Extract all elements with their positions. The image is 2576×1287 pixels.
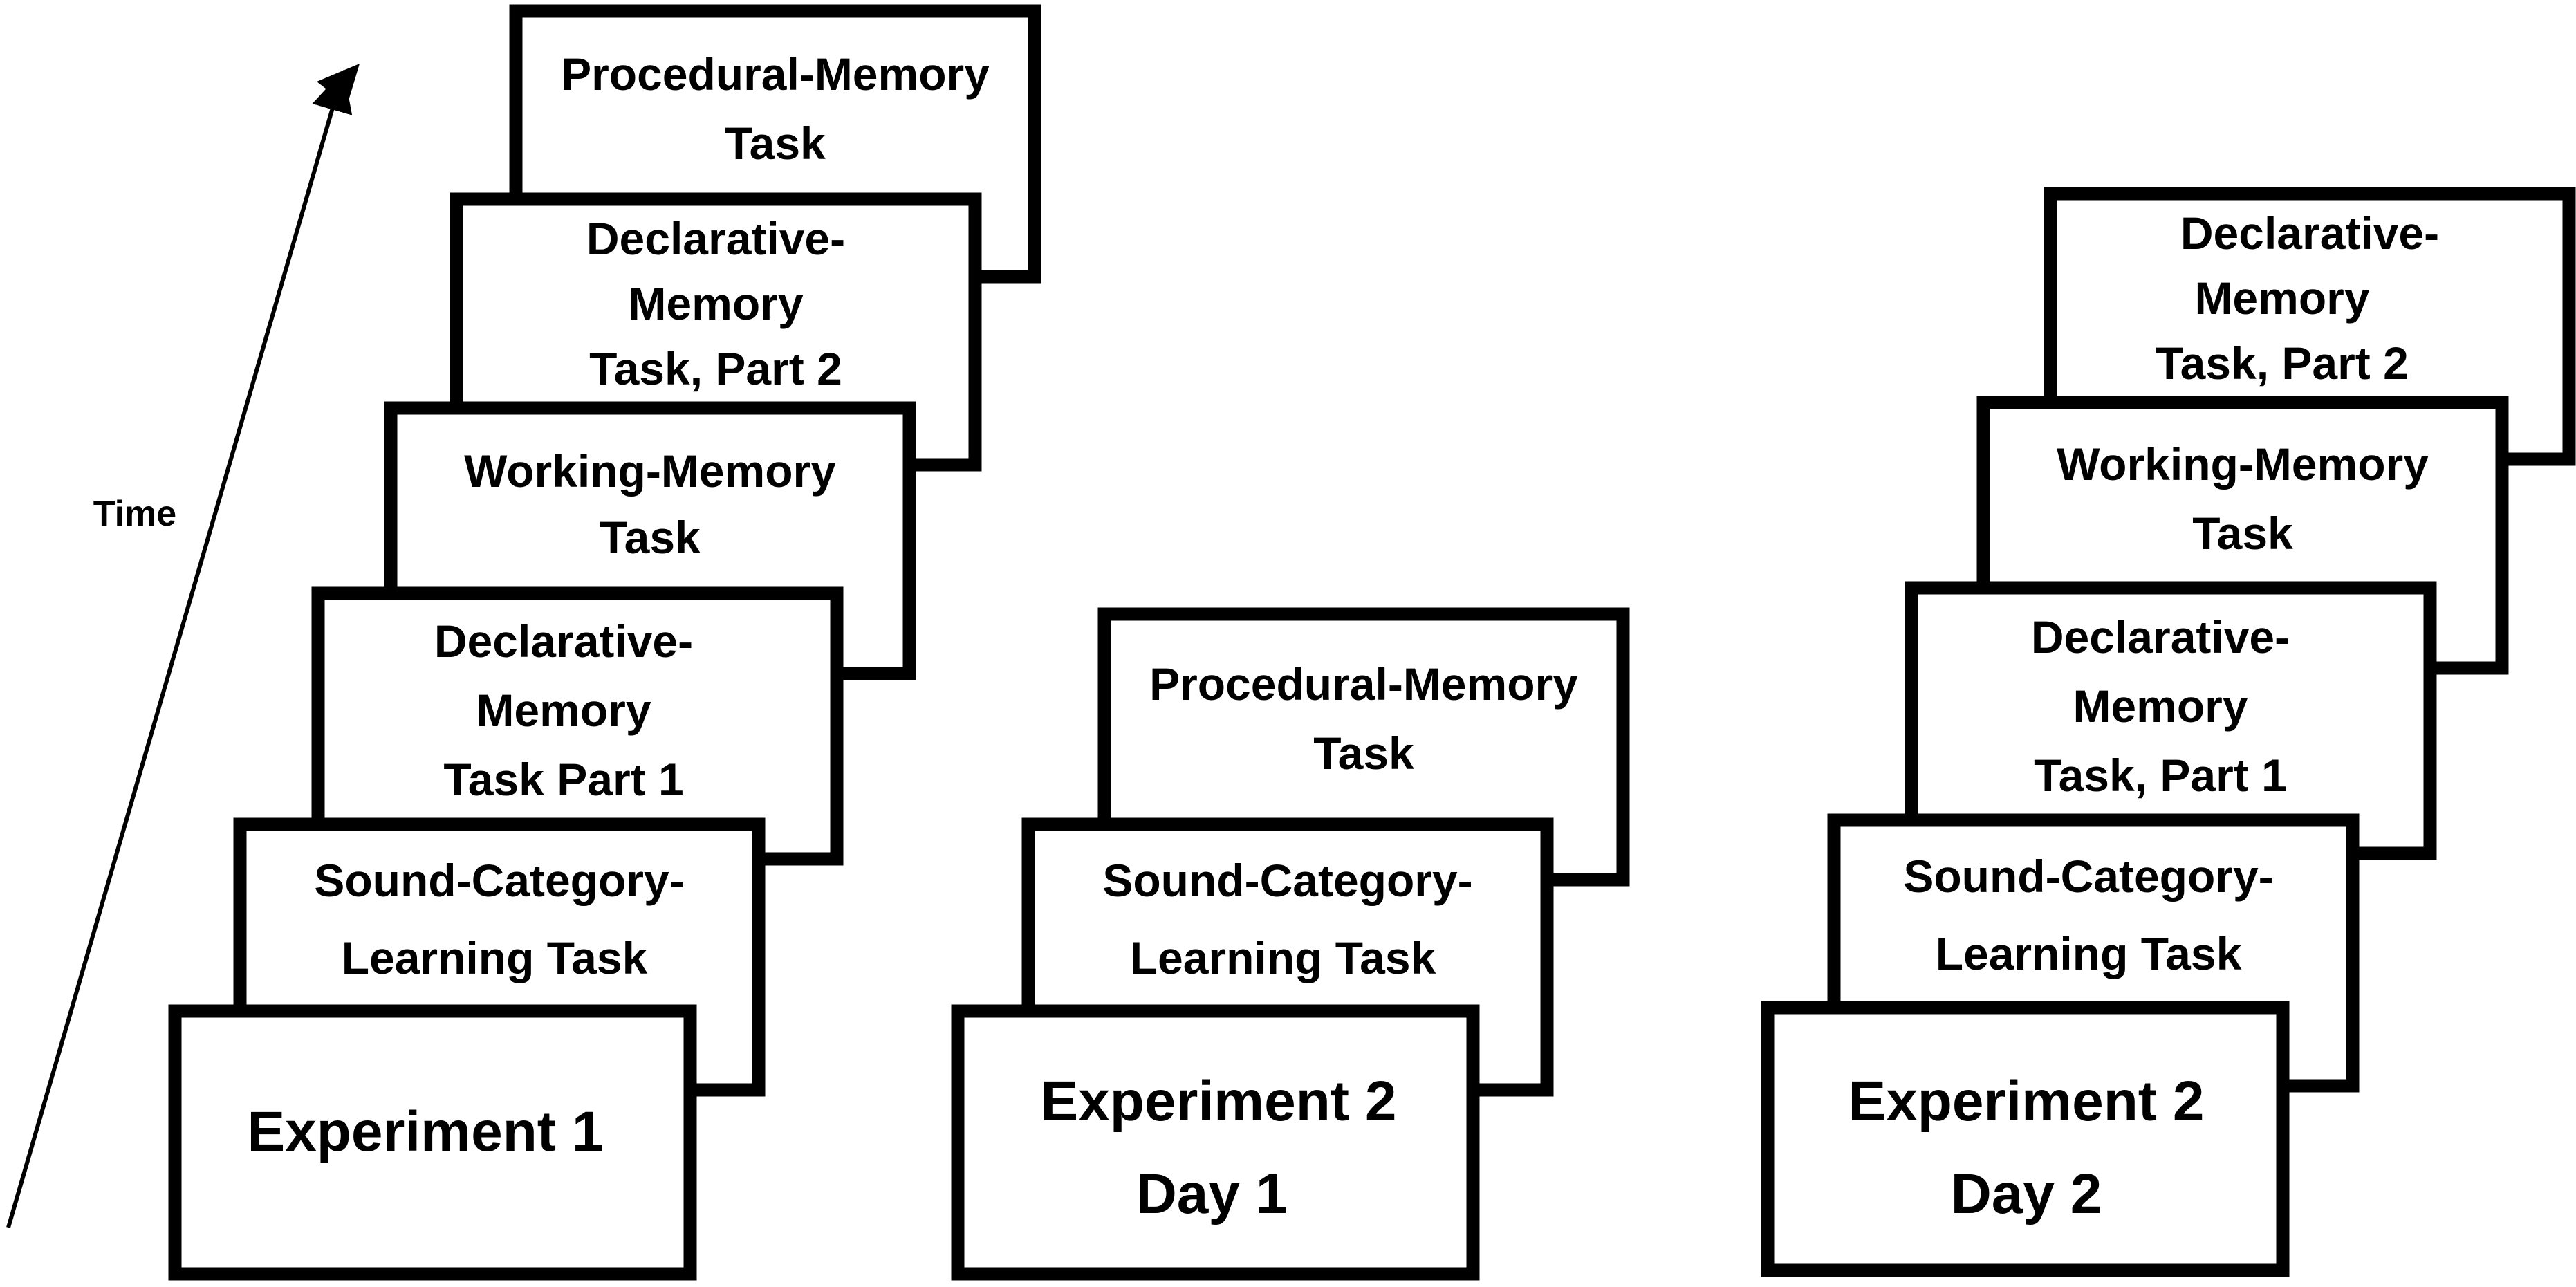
card-line: Learning Task bbox=[1130, 932, 1436, 983]
card-line: Declarative- bbox=[434, 615, 693, 667]
card-experiment-2-day-2: Experiment 2 Day 2 bbox=[1761, 1001, 2290, 1277]
card-line: Memory bbox=[476, 685, 651, 736]
card-line: Task Part 1 bbox=[443, 754, 683, 805]
card-line: Task bbox=[2192, 508, 2293, 559]
card-line: Memory bbox=[2194, 272, 2369, 324]
experiment-title: Experiment 2 bbox=[1041, 1070, 1397, 1133]
card-declarative-memory-task-part-1: Declarative- Memory Task, Part 1 bbox=[1905, 581, 2437, 860]
card-declarative-memory-task-part-1: Declarative- Memory Task Part 1 bbox=[311, 586, 844, 866]
card-line: Sound-Category- bbox=[1903, 851, 2273, 902]
card-line: Working-Memory bbox=[2057, 438, 2429, 490]
card-line: Learning Task bbox=[342, 932, 648, 983]
card-experiment-2-day-1: Experiment 2 Day 1 bbox=[951, 1004, 1480, 1281]
card-line: Declarative- bbox=[586, 213, 845, 264]
card-line: Task, Part 2 bbox=[589, 343, 842, 394]
card-line: Memory bbox=[628, 278, 803, 329]
card-line: Declarative- bbox=[2180, 207, 2439, 259]
experiment-day: Day 1 bbox=[1136, 1163, 1288, 1225]
card-experiment-1: Experiment 1 bbox=[168, 1004, 697, 1281]
card-line: Task bbox=[1313, 728, 1414, 779]
card-line: Working-Memory bbox=[464, 445, 836, 497]
experiment-day: Day 2 bbox=[1951, 1163, 2102, 1225]
card-line: Declarative- bbox=[2031, 611, 2290, 663]
card-line: Procedural-Memory bbox=[561, 48, 990, 100]
card-line: Task bbox=[600, 512, 701, 563]
time-axis: Time bbox=[6, 64, 360, 1228]
experiment-title: Experiment 1 bbox=[248, 1100, 604, 1163]
card-line: Procedural-Memory bbox=[1149, 658, 1578, 710]
card-line: Task, Part 2 bbox=[2156, 337, 2409, 389]
stack-experiment-2-day-1: Procedural-Memory Task Sound-Category- L… bbox=[951, 607, 1630, 1281]
time-arrow bbox=[6, 69, 353, 1228]
card-line: Memory bbox=[2073, 680, 2248, 732]
card-line: Task bbox=[725, 118, 826, 169]
stack-experiment-1: Procedural-Memory Task Declarative- Memo… bbox=[168, 4, 1041, 1281]
time-arrow-head-icon bbox=[317, 64, 360, 105]
card-line: Learning Task bbox=[1936, 928, 2242, 979]
experiment-title: Experiment 2 bbox=[1848, 1070, 2205, 1133]
time-axis-label: Time bbox=[93, 494, 176, 534]
card-line: Sound-Category- bbox=[1102, 855, 1472, 906]
stack-experiment-2-day-2: Declarative- Memory Task, Part 2 Working… bbox=[1761, 187, 2576, 1277]
card-line: Task, Part 1 bbox=[2034, 750, 2287, 801]
card-line: Sound-Category- bbox=[314, 855, 684, 906]
